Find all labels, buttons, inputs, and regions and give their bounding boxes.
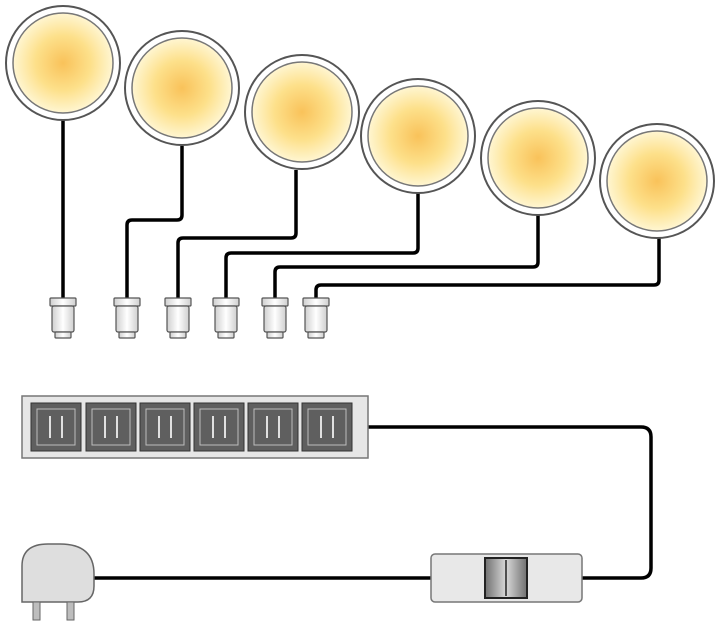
connector-6 (302, 297, 330, 339)
connector-3 (164, 297, 192, 339)
light-1 (5, 5, 121, 121)
strip-sockets (30, 402, 353, 452)
socket-4 (193, 402, 245, 452)
socket-1 (30, 402, 82, 452)
power-cables (94, 425, 653, 580)
cable-light-3 (176, 170, 298, 300)
light-2 (124, 30, 240, 146)
cable-light-5 (273, 215, 540, 300)
light-3 (244, 54, 360, 170)
socket-2 (85, 402, 137, 452)
lights (5, 5, 715, 239)
connector-4 (212, 297, 240, 339)
connectors (49, 297, 330, 339)
light-4 (360, 78, 476, 194)
light-6 (599, 123, 715, 239)
socket-6 (301, 402, 353, 452)
socket-5 (247, 402, 299, 452)
cable-light-6 (314, 238, 661, 300)
connector-5 (261, 297, 289, 339)
cable-strip-to-switch (368, 425, 653, 580)
plug-icon (21, 543, 95, 621)
inline-switch (430, 553, 583, 603)
socket-3 (139, 402, 191, 452)
light-cables (61, 120, 661, 300)
cable-light-2 (125, 146, 184, 300)
light-5 (480, 100, 596, 216)
connector-2 (113, 297, 141, 339)
power-strip (21, 395, 369, 459)
cable-light-4 (224, 193, 420, 300)
connector-1 (49, 297, 77, 339)
